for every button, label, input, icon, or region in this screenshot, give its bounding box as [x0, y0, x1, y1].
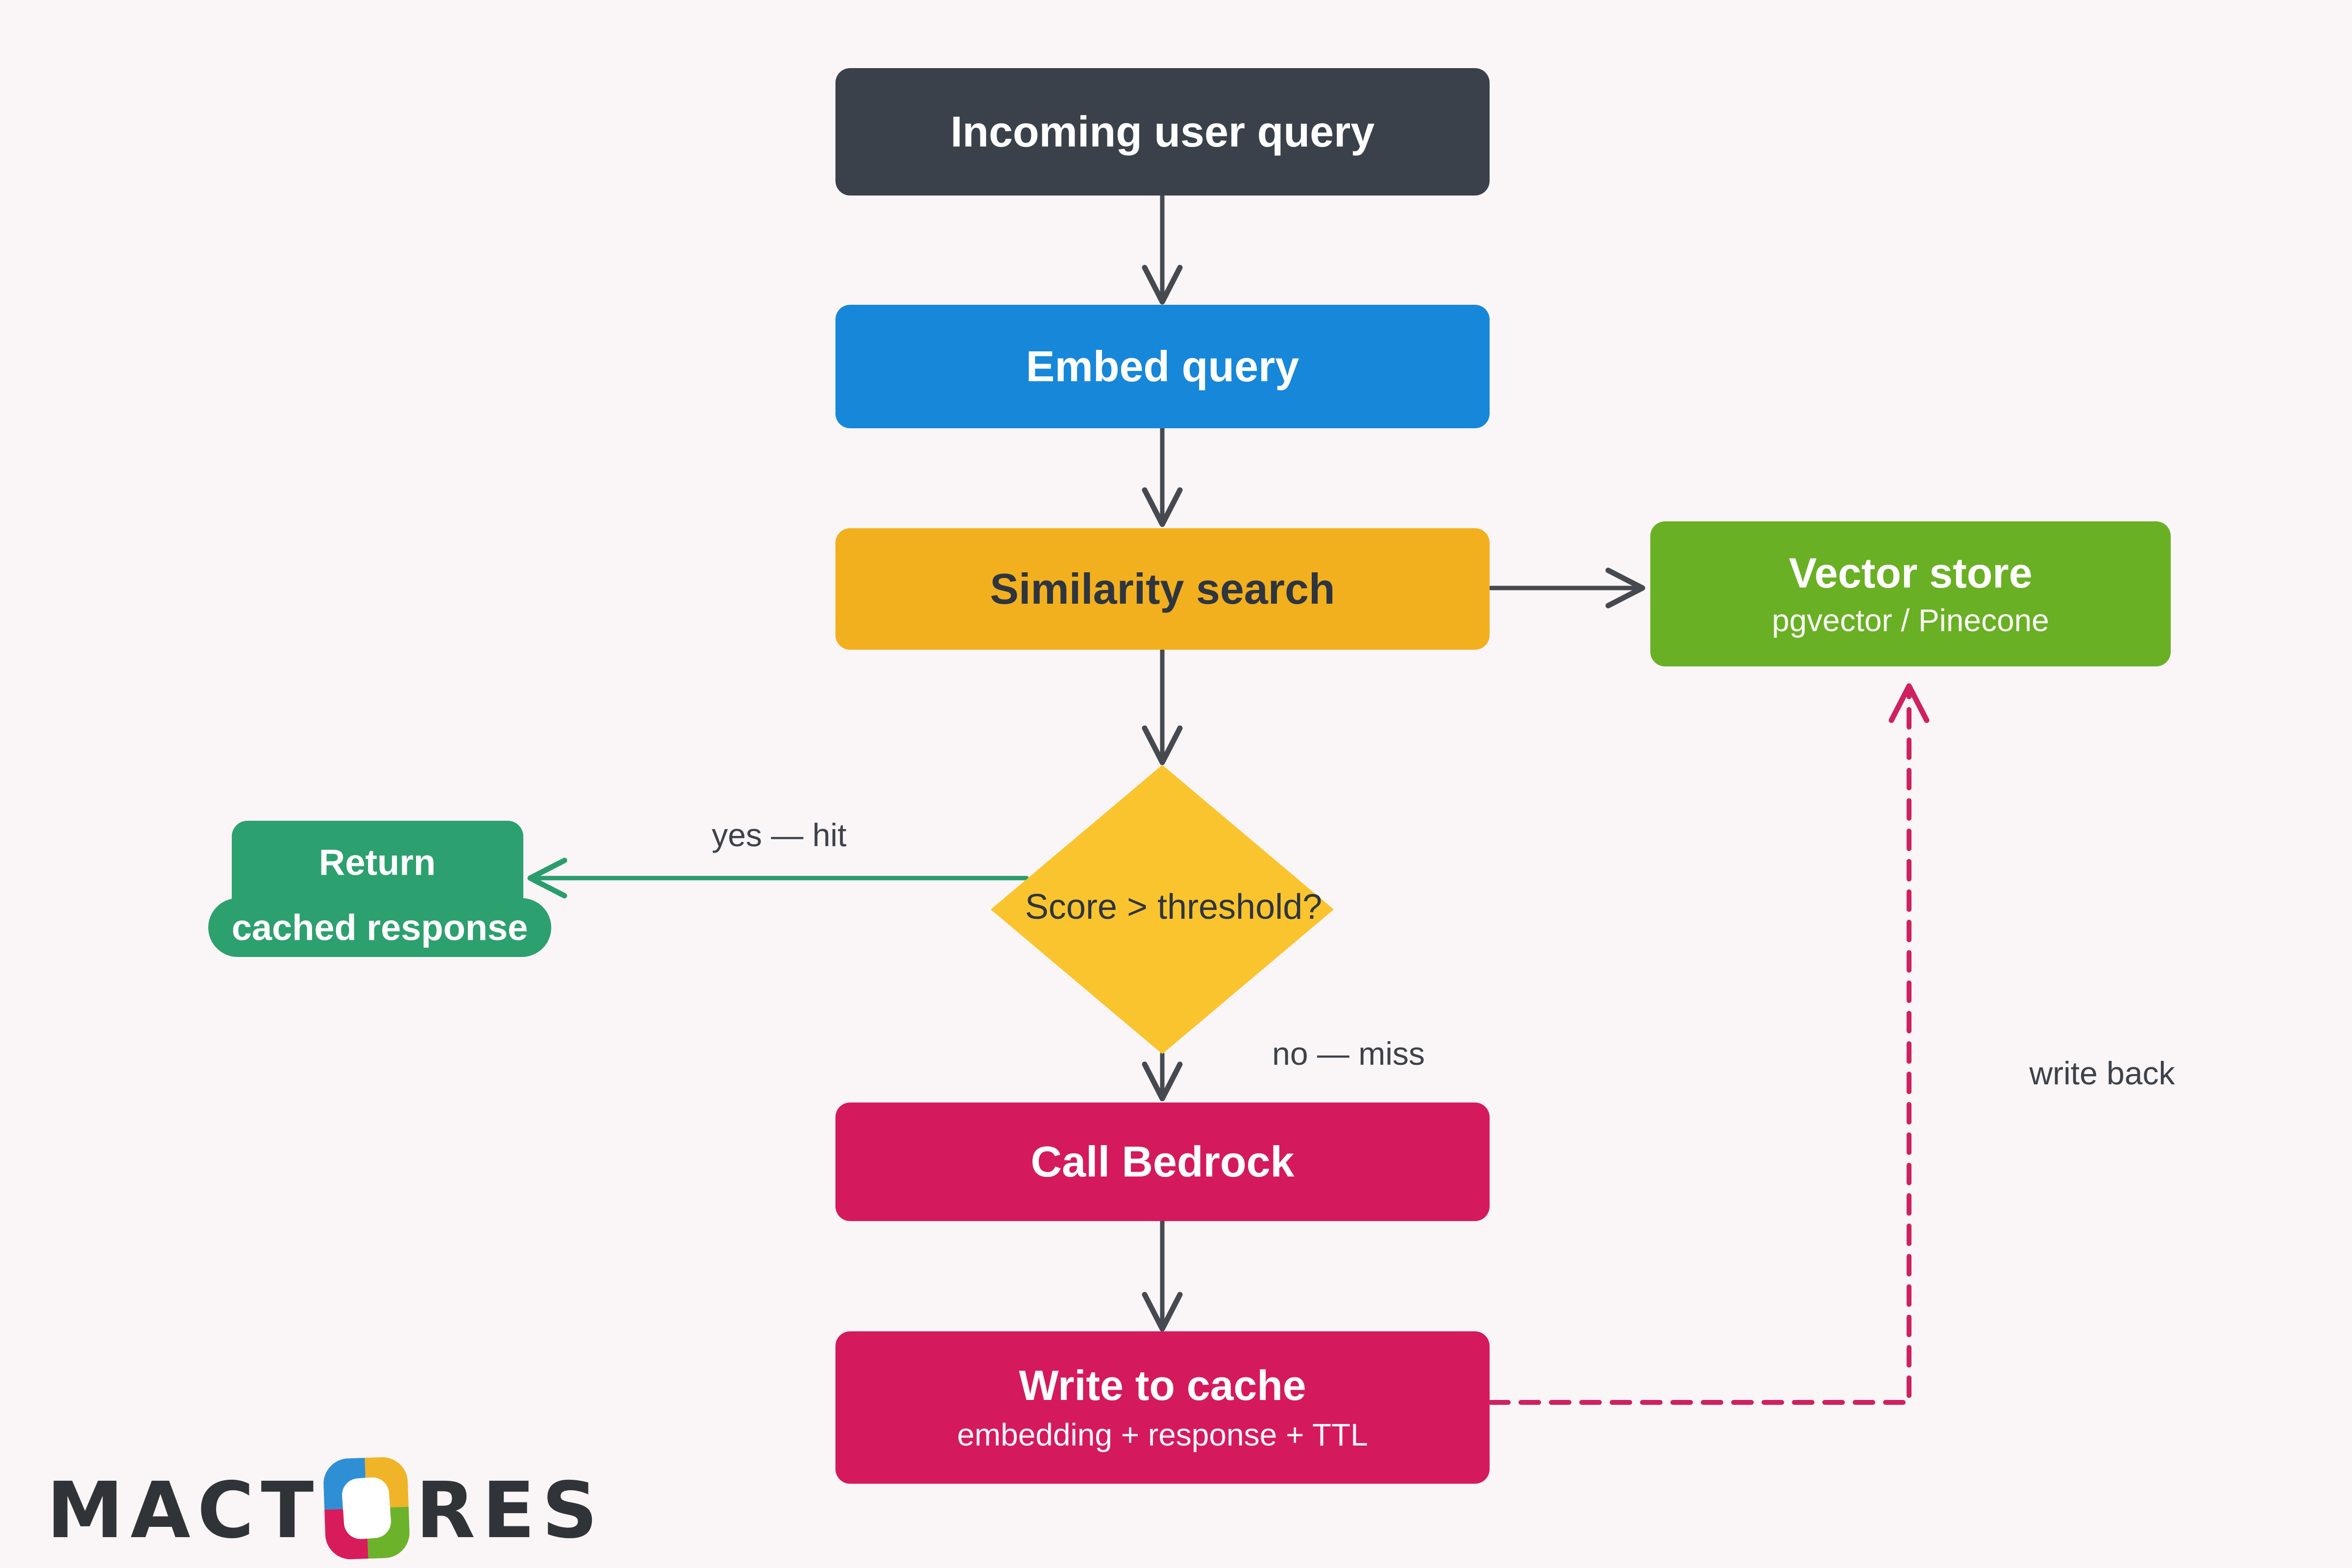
node-similarity-search: Similarity search — [835, 528, 1490, 650]
write-cache-title: Write to cache — [1019, 1362, 1306, 1410]
node-incoming-user-query: Incoming user query — [835, 68, 1490, 196]
vector-store-title: Vector store — [1788, 549, 2033, 597]
decision-label: Score > threshold? — [1025, 887, 1323, 927]
node-write-to-cache: Write to cache embedding + response + TT… — [835, 1331, 1490, 1484]
call-bedrock-label: Call Bedrock — [1030, 1137, 1295, 1186]
logo-mark-hole — [341, 1476, 392, 1541]
mactores-logo-mark — [322, 1456, 411, 1560]
return-cached-line2: cached response — [231, 907, 528, 948]
node-embed-query: Embed query — [835, 305, 1490, 428]
node-call-bedrock: Call Bedrock — [835, 1102, 1490, 1221]
edge-label-yes-hit: yes — hit — [711, 817, 847, 853]
return-cached-line1: Return — [318, 842, 436, 883]
mactores-logo: MACT RES — [47, 1456, 605, 1564]
node-return-cached-response-pill — [208, 898, 551, 957]
node-incoming-label: Incoming user query — [950, 107, 1375, 156]
node-similarity-label: Similarity search — [990, 564, 1335, 613]
mactores-logo-text-left: MACT — [47, 1466, 321, 1556]
edge-label-no-miss: no — miss — [1272, 1035, 1425, 1072]
mactores-logo-text-right: RES — [416, 1466, 605, 1556]
node-vector-store: Vector store pgvector / Pinecone — [1650, 521, 2171, 666]
edge-writecache-writeback-to-vectorstore — [1488, 683, 1930, 1405]
edge-label-write-back: write back — [2029, 1055, 2175, 1091]
node-embed-label: Embed query — [1026, 342, 1299, 391]
write-cache-subtitle: embedding + response + TTL — [957, 1417, 1368, 1453]
vector-store-subtitle: pgvector / Pinecone — [1772, 602, 2049, 638]
